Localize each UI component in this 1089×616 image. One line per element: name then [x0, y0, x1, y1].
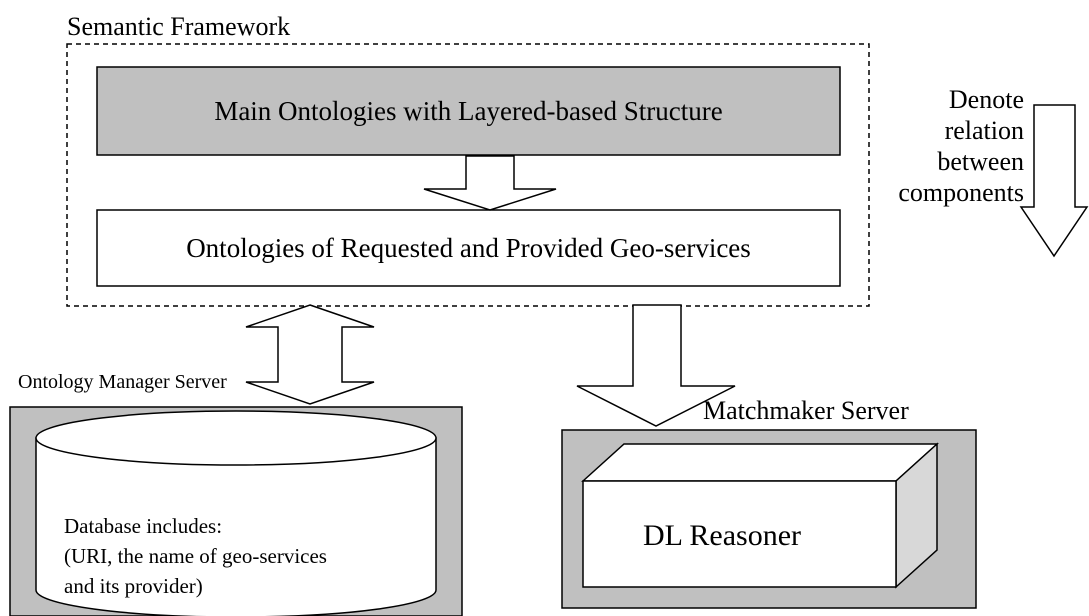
service-ontologies-label: Ontologies of Requested and Provided Geo… — [186, 232, 751, 263]
dl-reasoner-box-front — [582, 480, 897, 588]
semantic-framework-container — [66, 43, 870, 307]
legend-line-4: components — [898, 178, 1024, 207]
legend-line-2: relation — [944, 116, 1024, 145]
database-line-3: and its provider) — [64, 574, 203, 598]
main-ontologies-label: Main Ontologies with Layered-based Struc… — [214, 95, 723, 126]
database-line-1: Database includes: — [64, 514, 223, 538]
matchmaker-title: Matchmaker Server — [703, 396, 909, 425]
semantic-framework-title: Semantic Framework — [67, 12, 291, 41]
database-cylinder-top — [35, 410, 437, 466]
dl-reasoner-label: DL Reasoner — [643, 519, 801, 552]
arrow-framework-ontology-manager — [245, 304, 375, 405]
legend-line-3: between — [937, 147, 1024, 176]
dl-reasoner-box-top — [581, 443, 939, 482]
legend-relation-arrow — [1019, 104, 1089, 258]
ontology-manager-title: Ontology Manager Server — [18, 371, 227, 393]
database-cylinder-body — [35, 437, 437, 616]
arrow-main-to-services — [423, 155, 557, 211]
main-ontologies-box — [96, 66, 841, 156]
arrow-framework-matchmaker — [576, 304, 736, 427]
database-line-2: (URI, the name of geo-services — [64, 544, 327, 568]
legend-line-1: Denote — [948, 85, 1024, 114]
service-ontologies-box — [96, 209, 841, 287]
